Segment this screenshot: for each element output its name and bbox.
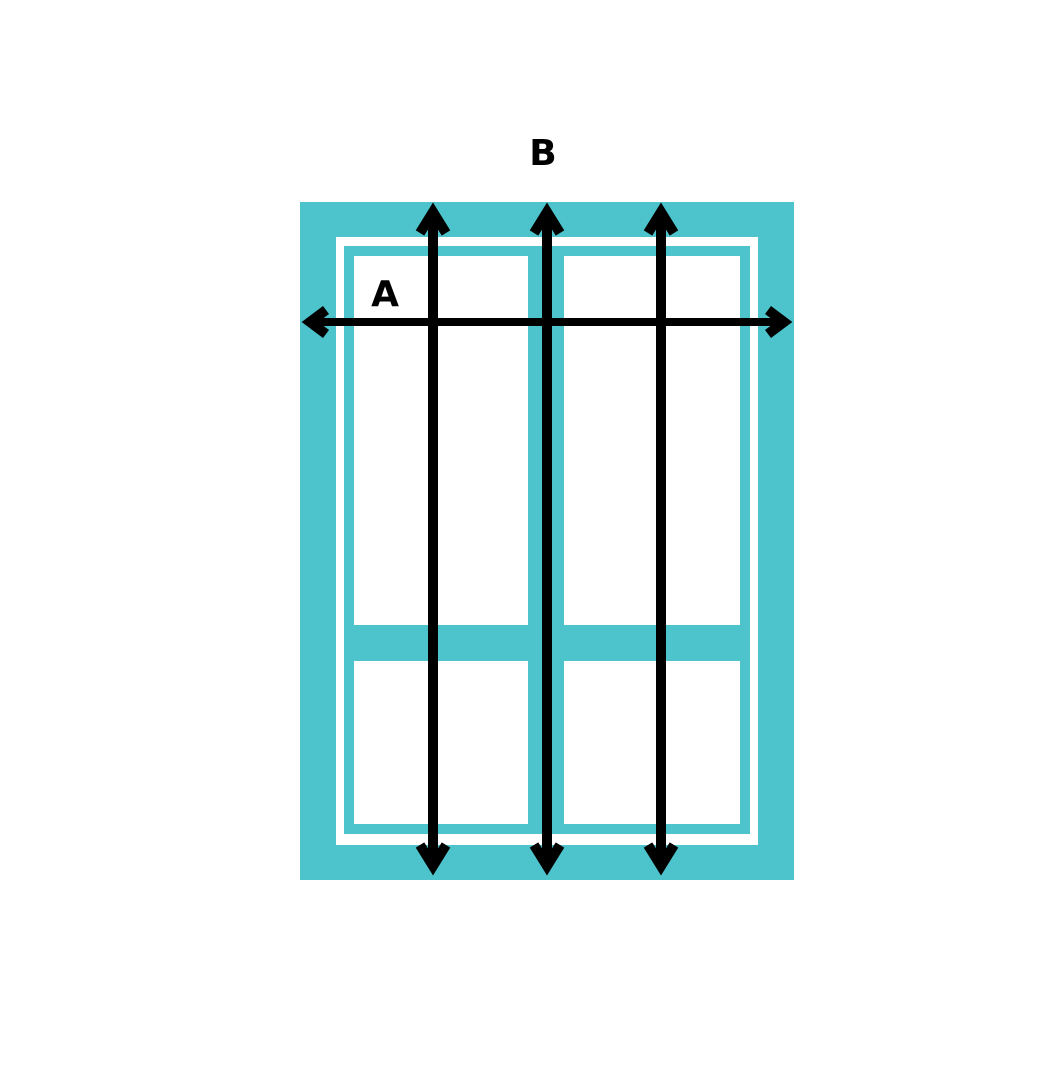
height-arrow-head-bottom-3: [643, 842, 679, 876]
width-arrow-head-left: [301, 306, 329, 338]
lower-right-pane: [564, 661, 740, 824]
height-arrow-head-top-2: [529, 202, 565, 236]
width-label: A: [371, 274, 399, 315]
height-arrow-head-bottom-1: [415, 842, 451, 876]
height-arrow-head-bottom-2: [529, 842, 565, 876]
bevel-corner-tl: [336, 237, 352, 246]
bevel-corner-tr: [742, 237, 758, 246]
bevel-corner-br: [742, 834, 758, 845]
upper-left-pane: [354, 256, 528, 625]
height-label: B: [529, 133, 556, 174]
bevel-corner-bl: [336, 834, 352, 845]
height-arrow-head-top-3: [643, 202, 679, 236]
width-arrow-head-right: [765, 306, 793, 338]
measurement-arrows: [301, 202, 793, 876]
height-arrow-head-top-1: [415, 202, 451, 236]
upper-right-pane: [564, 256, 740, 625]
lower-left-pane: [354, 661, 528, 824]
